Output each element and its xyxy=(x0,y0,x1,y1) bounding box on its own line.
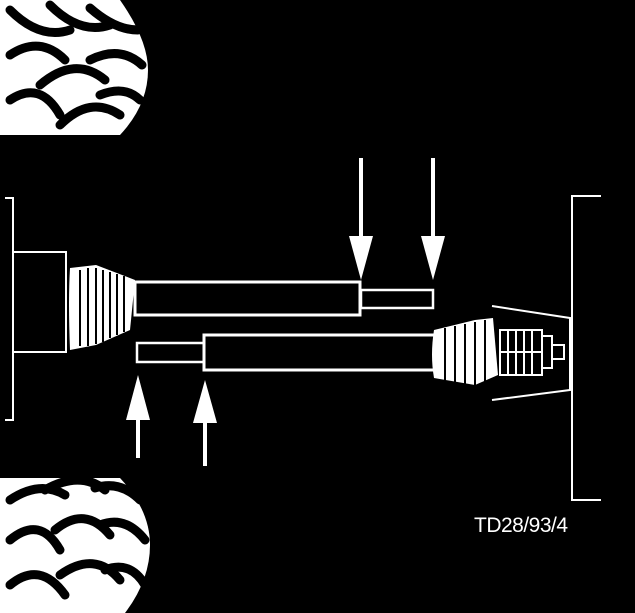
arrow-down-2 xyxy=(421,158,445,280)
left-housing xyxy=(5,197,67,421)
cv-boot-right xyxy=(432,318,498,385)
tyre-top xyxy=(0,0,148,135)
shaft-lower xyxy=(135,333,438,372)
arrow-up-1 xyxy=(126,375,150,458)
figure-reference-code: TD28/93/4 xyxy=(474,514,568,537)
shaft-upper xyxy=(133,280,435,317)
right-housing xyxy=(571,195,601,501)
hub-right xyxy=(491,305,571,401)
tyre-bottom xyxy=(0,475,150,613)
arrow-up-2 xyxy=(193,380,217,466)
cv-boot-left xyxy=(69,265,135,350)
arrow-down-1 xyxy=(349,158,373,280)
